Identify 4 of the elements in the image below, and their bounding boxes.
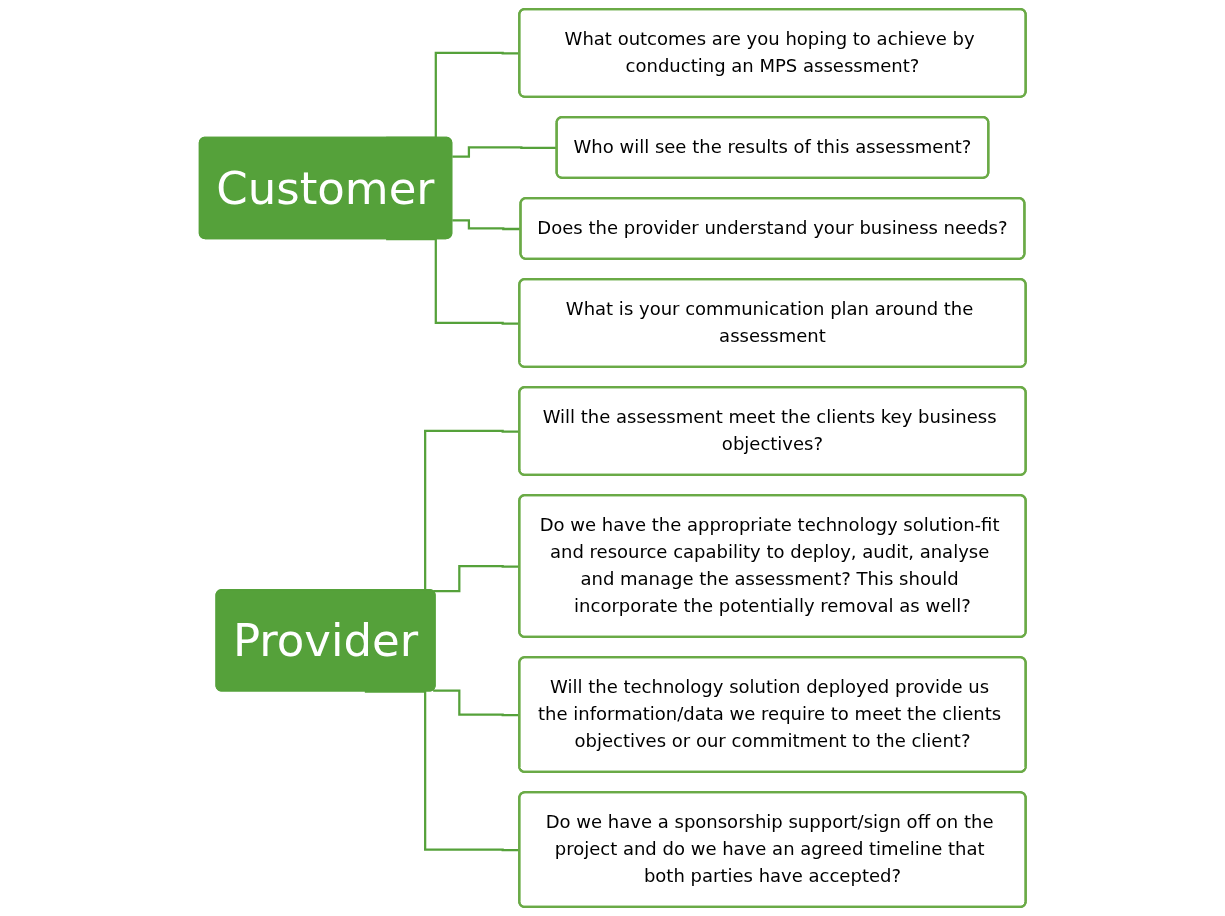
connector	[364, 690, 520, 852]
connector	[433, 689, 520, 717]
connector	[433, 564, 520, 593]
connector	[386, 238, 520, 325]
